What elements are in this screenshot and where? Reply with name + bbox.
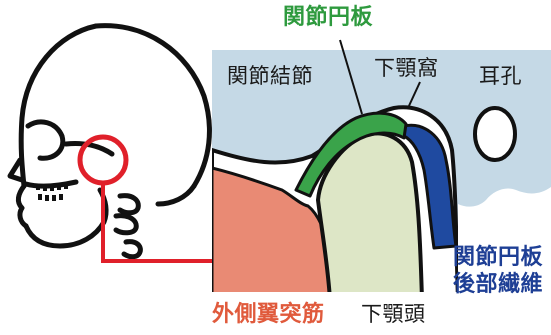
label-retrodiscal-tissue-line2: 後部繊維 <box>453 272 544 297</box>
label-lateral-pterygoid: 外側翼突筋 <box>212 302 325 327</box>
label-retrodiscal-tissue-line1: 関節円板 <box>453 245 544 270</box>
leader-articular-disc <box>339 39 363 115</box>
callout-line <box>101 183 212 263</box>
label-articular-disc: 関節円板 <box>283 5 374 30</box>
skull-side-view-icon <box>7 23 212 260</box>
leader-mandibular-fossa <box>407 81 421 109</box>
skull-teeth <box>36 183 68 201</box>
label-mandibular-fossa: 下顎窩 <box>374 56 439 80</box>
articular-disc <box>294 111 408 198</box>
joint-highlight-circle <box>77 134 129 186</box>
ear-canal-hole <box>473 106 517 162</box>
label-articular-eminence: 関節結節 <box>227 64 313 88</box>
retrodiscal-tissue <box>402 123 458 250</box>
label-ear-canal: 耳孔 <box>479 64 522 88</box>
label-condyle: 下顎頭 <box>361 302 426 326</box>
